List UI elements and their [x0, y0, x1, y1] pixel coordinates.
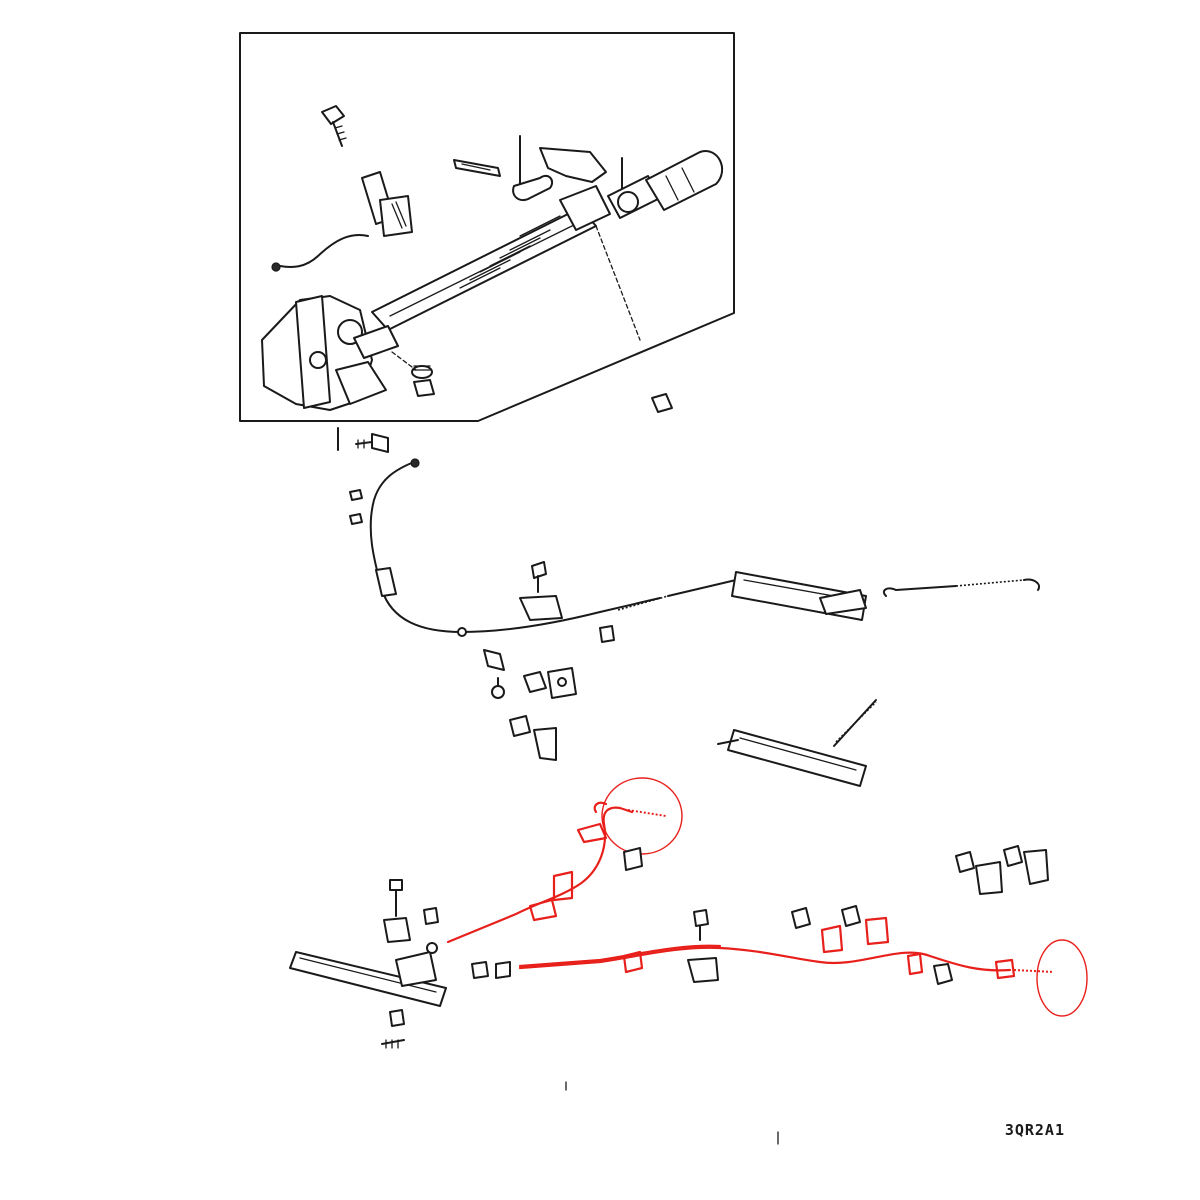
leader-dash-2 [391, 351, 417, 371]
cable-bracket-bolt [519, 561, 563, 621]
return-spring-upper [882, 578, 1040, 597]
return-spring [411, 365, 433, 379]
cable-nut-left [623, 847, 643, 871]
hardware-cluster-1 [483, 649, 577, 699]
lever-grip [607, 150, 724, 219]
hardware-cluster-2 [509, 715, 557, 761]
cable-equalizer-lower [717, 699, 877, 787]
lever-assembly-inset [239, 32, 735, 422]
hardware-cluster-3 [955, 845, 1049, 895]
brake-warning-switch [271, 171, 413, 272]
lever-nut [413, 379, 435, 397]
right-cable-hardware [471, 905, 953, 985]
cable-clip-mid [599, 625, 615, 643]
rear-brake-cable-right [518, 916, 1088, 1017]
brake-lever-shaft [371, 185, 611, 331]
inset-frame [239, 32, 735, 422]
cable-clips-small [349, 489, 363, 525]
lower-lever-bracket [289, 879, 447, 1049]
clevis-pin [453, 159, 501, 177]
lever-base-bracket [261, 295, 399, 411]
rear-brake-cable-left [446, 777, 683, 944]
cable-equalizer-upper [731, 571, 867, 621]
clip [512, 174, 554, 202]
figure-code: 3QR2A1 [1004, 1121, 1065, 1139]
mounting-bracket [539, 147, 607, 183]
inset-bolt [321, 105, 347, 147]
leader-dash-1 [595, 225, 641, 341]
lever-mount-bolt [337, 427, 389, 453]
floor-nut [651, 393, 673, 413]
front-brake-cable [369, 458, 737, 637]
